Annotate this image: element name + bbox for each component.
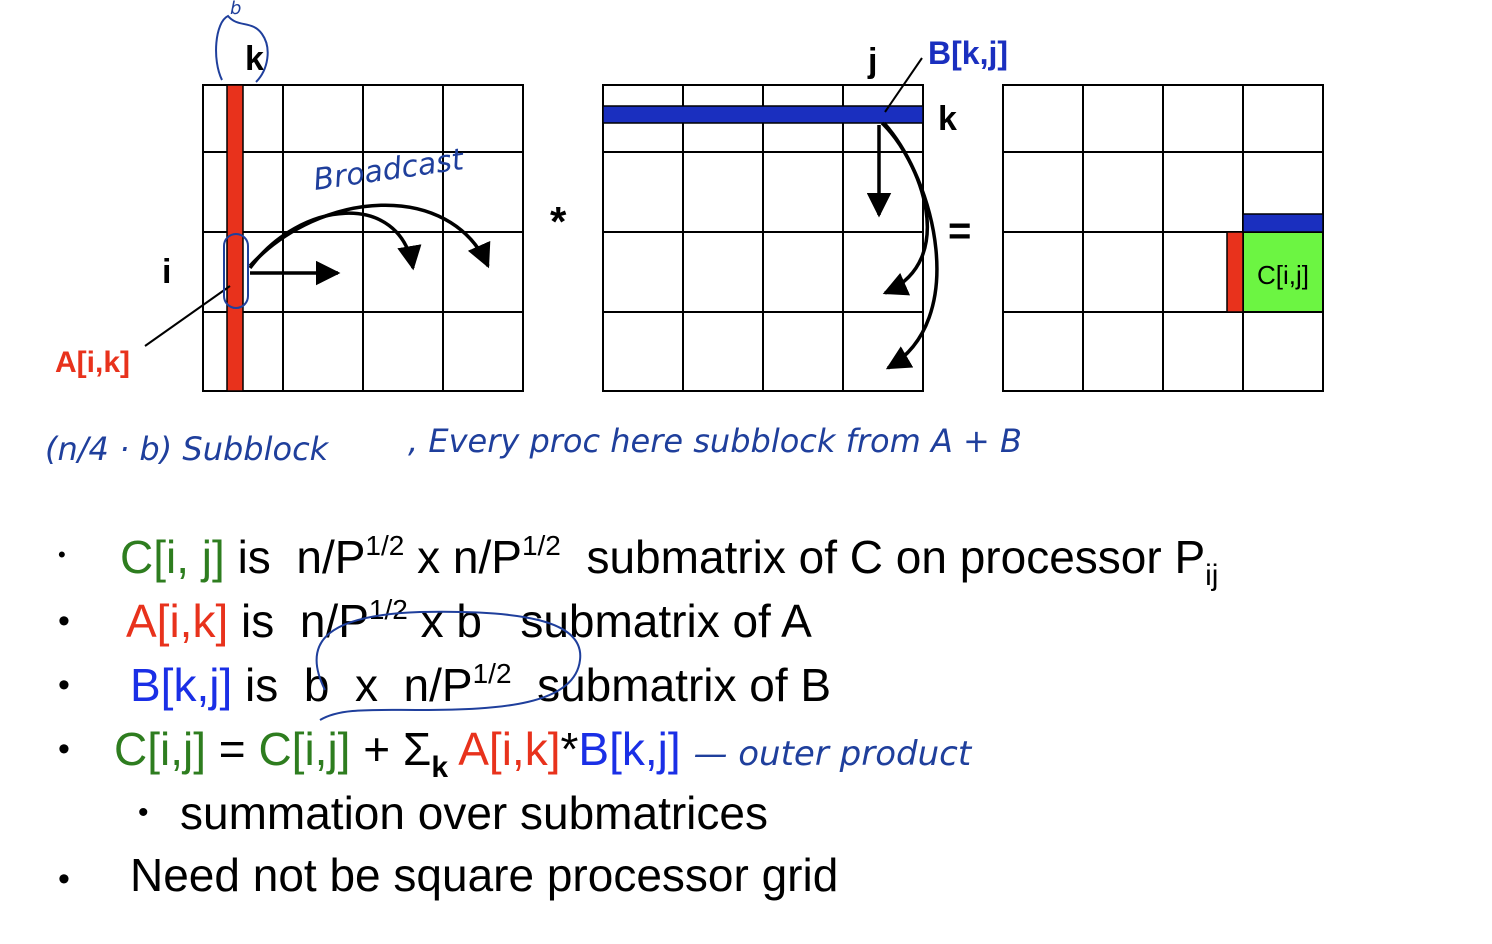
c-block <box>1242 231 1324 313</box>
handwritten-annotations: b Broadcast (n/4 · b) Subblock , Every p… <box>45 0 1022 468</box>
b-times-n-circle <box>315 610 582 721</box>
bullet-dot: • <box>58 602 70 640</box>
c-red-strip <box>1226 231 1244 313</box>
bullet-c-submatrix: C[i, j] is n/P1/2 x n/P1/2 submatrix of … <box>120 530 1219 592</box>
bullet-outer-product-formula: C[i,j] = C[i,j] + Σk A[i,k]*B[k,j] — out… <box>114 723 972 784</box>
a-block-circle <box>223 233 249 309</box>
bullet-processor-grid: Need not be square processor grid <box>130 849 839 901</box>
a-row-label-i: i <box>162 253 171 291</box>
b-broadcast-arrows <box>866 121 939 370</box>
a-block-label: A[i,k] <box>55 346 130 379</box>
a-column-block <box>226 84 244 392</box>
sub-bullet-summation: summation over submatrices <box>180 787 768 839</box>
a-col-label-k: k <box>245 40 264 78</box>
every-proc-note: , Every proc here subblock from A + B <box>408 422 1022 460</box>
c-block-label: C[i,j] <box>1257 260 1309 290</box>
bullet-dot: • <box>58 860 70 898</box>
sub-bullet-dot: • <box>138 796 149 829</box>
outer-product-note: — outer product <box>693 734 972 774</box>
a-broadcast-arrows <box>248 203 491 286</box>
a-label-pointer <box>144 285 231 347</box>
multiply-operator: * <box>550 198 567 245</box>
bullet-dot: • <box>58 730 70 768</box>
b-bracket <box>215 14 269 83</box>
equals-operator: = <box>948 209 971 253</box>
b-label-pointer <box>884 57 923 113</box>
bullet-dot: • <box>58 666 70 704</box>
c-blue-strip <box>1242 213 1324 233</box>
bullet-b-submatrix: B[k,j] is b x n/P1/2 submatrix of B <box>130 658 832 711</box>
bullet-dot: • <box>58 542 66 567</box>
b-col-label-j: j <box>867 42 877 80</box>
matrix-b-grid <box>602 84 924 392</box>
b-mark: b <box>230 0 241 19</box>
b-row-block <box>602 105 924 124</box>
b-block-label: B[k,j] <box>928 35 1008 71</box>
b-row-label-k: k <box>938 100 957 138</box>
subblock-note: (n/4 · b) Subblock <box>45 430 330 468</box>
matrix-a-grid <box>202 84 524 392</box>
matrix-diagram: C[i,j] k i A[i,k] * j B[k,j] k = b Broad… <box>45 0 1324 468</box>
